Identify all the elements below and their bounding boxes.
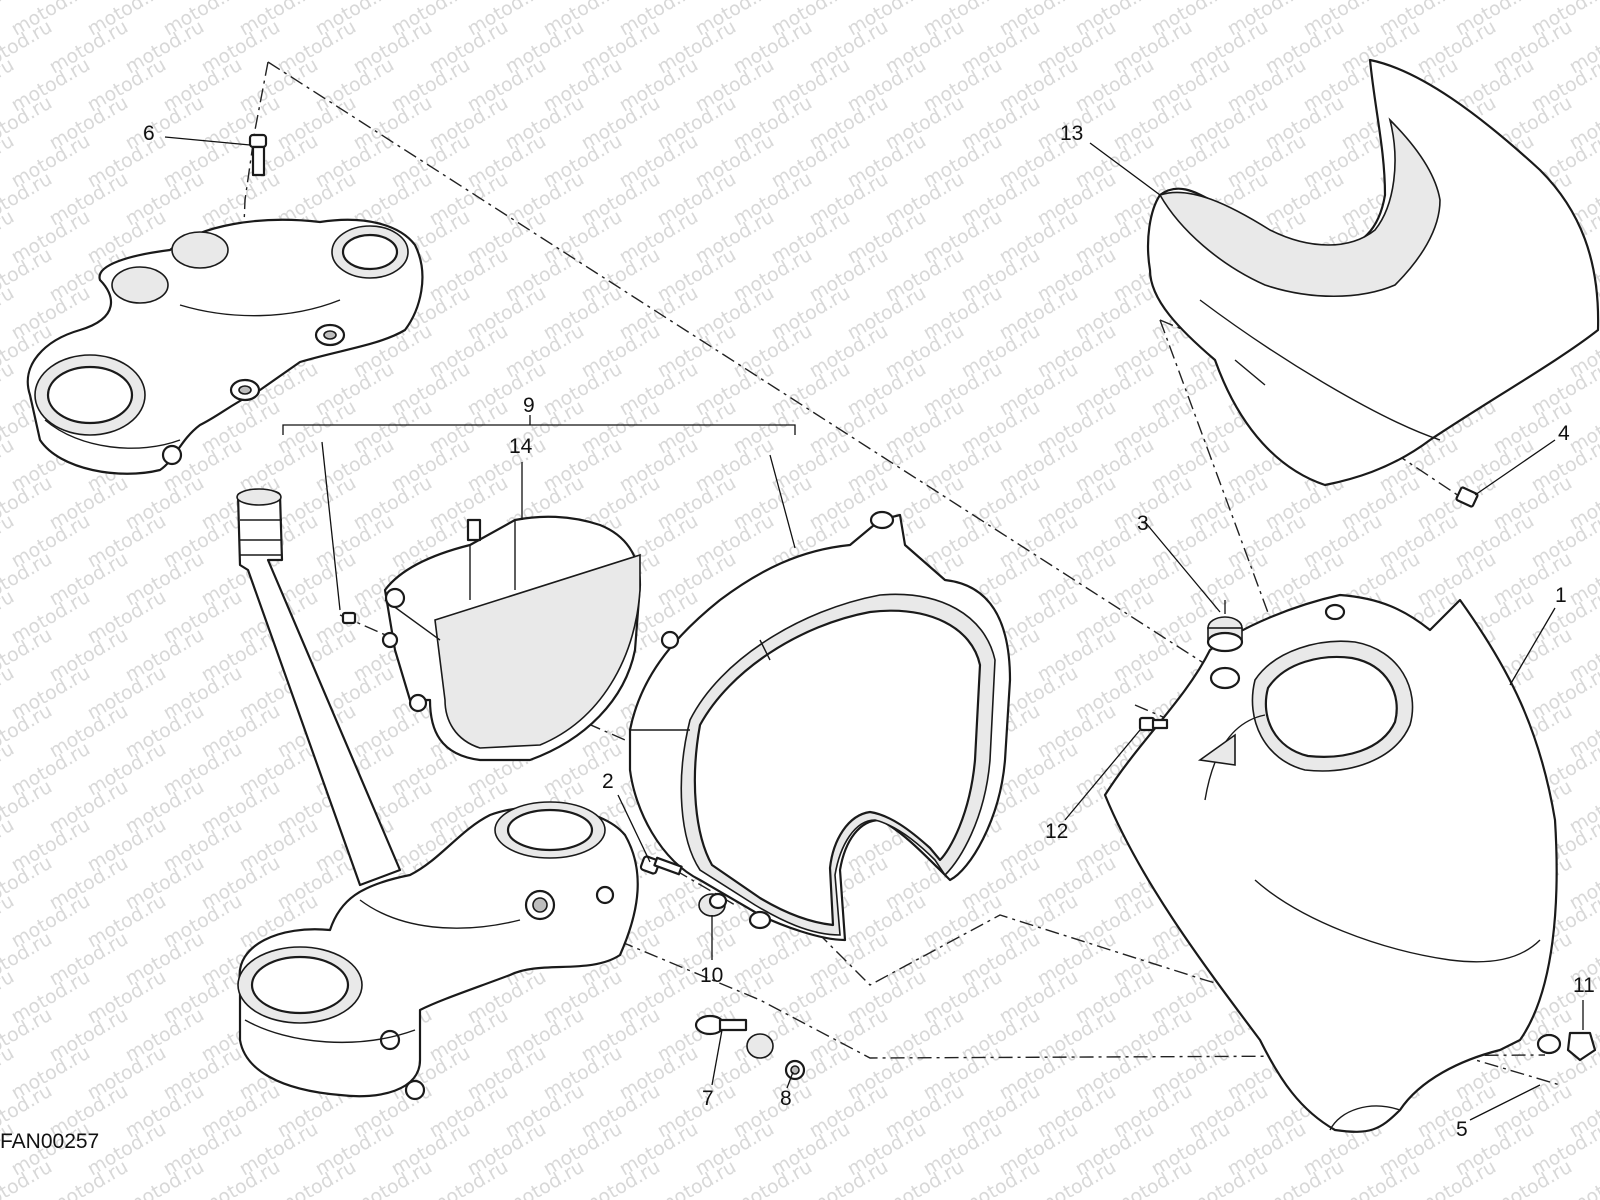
watermark-text: motod.ru	[1566, 1156, 1600, 1200]
callout-3: 3	[1137, 512, 1149, 535]
callout-labels: 1 2 3 4 5 6 7 8 9 10 11 12 13 14	[143, 122, 1595, 1141]
callout-5: 5	[1456, 1118, 1468, 1141]
callout-9: 9	[523, 394, 535, 417]
callout-12: 12	[1045, 820, 1068, 843]
steering-stem-lower-clamp	[236, 488, 639, 1101]
callout-8: 8	[780, 1087, 792, 1110]
upper-triple-clamp	[26, 218, 424, 475]
callout-7: 7	[702, 1087, 714, 1110]
screw-left	[341, 611, 357, 625]
callout-6: 6	[143, 122, 155, 145]
leader-lines	[164, 136, 1584, 1121]
windscreen-13	[1146, 58, 1600, 487]
front-fairing-1	[1103, 593, 1558, 1133]
bolt-6	[248, 133, 268, 177]
callout-2: 2	[602, 770, 614, 793]
grommet-3	[1206, 616, 1244, 653]
callout-4: 4	[1558, 422, 1570, 445]
callout-13: 13	[1060, 122, 1083, 145]
callout-1: 1	[1555, 584, 1567, 607]
fasteners-center	[639, 855, 806, 1081]
callout-10: 10	[700, 964, 723, 987]
drawing-code: FAN00257	[0, 1130, 99, 1153]
callout-14: 14	[509, 435, 533, 458]
instrument-panel-14	[381, 515, 642, 762]
callout-11: 11	[1573, 974, 1595, 997]
headlight-9	[628, 510, 1012, 942]
fasteners-right	[1138, 486, 1597, 1062]
